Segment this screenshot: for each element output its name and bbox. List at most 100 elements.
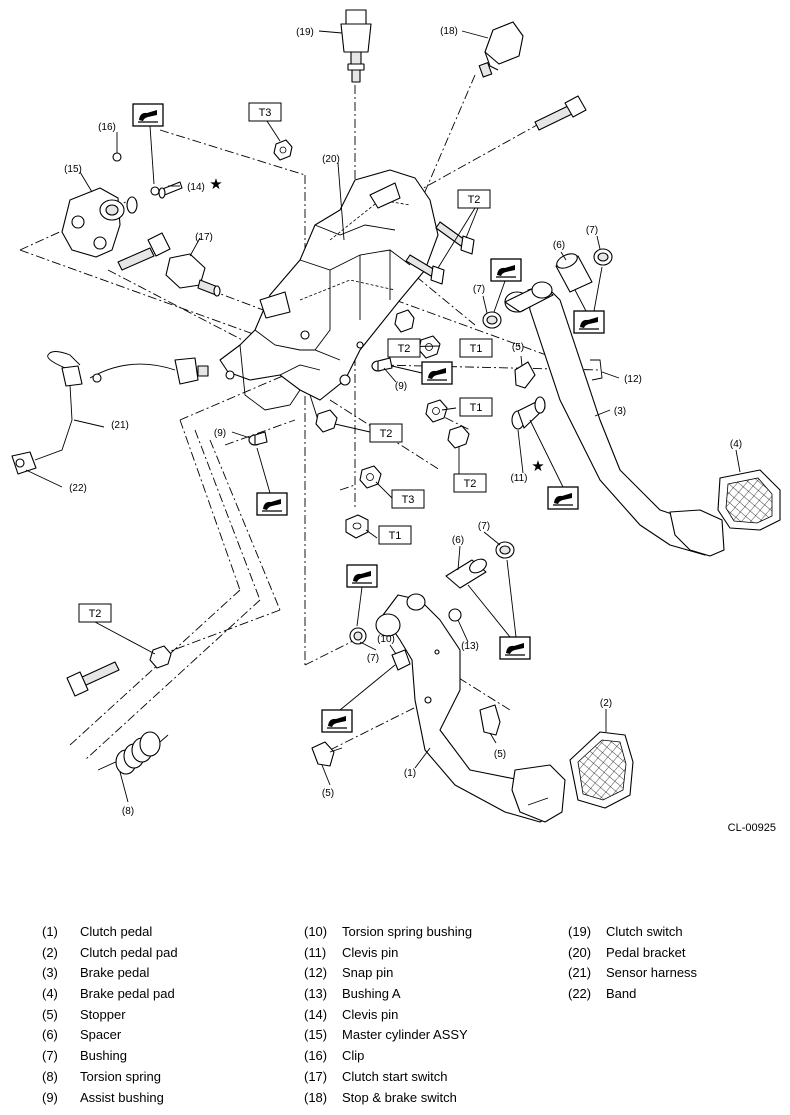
part-spacer-upper: [555, 253, 593, 293]
part-bushing-upper-right: [593, 248, 613, 266]
part-torsion-spring-bushing: [391, 649, 411, 671]
legend-number: (7): [42, 1048, 58, 1064]
part-snap-pin: [590, 359, 603, 381]
legend-part-name: Brake pedal: [80, 965, 150, 981]
part-bolt-top: [534, 95, 587, 131]
legend-part-name: Master cylinder ASSY: [342, 1027, 468, 1043]
legend-number: (3): [42, 965, 58, 981]
legend-part-name: Clevis pin: [342, 944, 399, 960]
callout-18: (18): [440, 26, 458, 37]
callout-12: (12): [624, 374, 642, 385]
figure-code: CL-00925: [727, 822, 776, 834]
part-spacer-lower: [445, 558, 487, 589]
grease-symbols: [132, 103, 605, 733]
part-brake-pedal-pad: [717, 469, 781, 531]
legend-number: (1): [42, 924, 58, 939]
legend-part-name: Sensor harness: [606, 965, 698, 981]
part-bushing-a: [448, 608, 462, 622]
parts-legend: (1)Clutch pedal(2)Clutch pedal pad(3)Bra…: [42, 924, 762, 1109]
legend-part-name: Snap pin: [342, 965, 394, 981]
legend-part-name: Bushing: [80, 1048, 127, 1064]
legend-number: (5): [42, 1006, 58, 1022]
part-clevis-pin-11: [511, 396, 546, 430]
callout-6-upper: (6): [553, 240, 565, 251]
part-pedal-bracket: [219, 169, 439, 426]
callout-2: (2): [600, 698, 612, 709]
legend-part-name: Clip: [342, 1048, 365, 1064]
callout-13: (13): [461, 641, 479, 652]
legend-part-name: Bushing A: [342, 986, 401, 1002]
callout-5-lower-left: (5): [322, 788, 334, 799]
part-nut-t3-top: [273, 139, 293, 161]
callout-5-upper: (5): [512, 342, 524, 353]
legend-part-name: Stopper: [80, 1006, 126, 1022]
callout-1: (1): [404, 768, 416, 779]
callout-21: (21): [111, 420, 129, 431]
callout-16: (16): [98, 122, 116, 133]
legend-number: (14): [304, 1006, 328, 1022]
part-sensor-harness: [11, 351, 209, 475]
part-clutch-start-switch: [165, 253, 221, 297]
legend-part-name: Clutch start switch: [342, 1068, 448, 1084]
callout-11: (11): [510, 473, 527, 484]
callout-4: (4): [730, 439, 742, 450]
part-assist-bushing-right: [371, 357, 393, 372]
part-bushing-clutch: [349, 627, 367, 645]
callout-3: (3): [614, 406, 626, 417]
part-nuts: [315, 309, 470, 539]
part-stopper-upper: [514, 361, 536, 389]
star-11: ★: [531, 457, 544, 475]
callout-14: (14): [187, 182, 205, 193]
leader-lines: [25, 30, 741, 803]
callout-7-clutch: (7): [367, 653, 379, 664]
part-stopper-lower-right: [479, 704, 501, 736]
callout-15: (15): [64, 164, 82, 175]
part-bushing-brake-left: [482, 311, 502, 329]
part-clip: [112, 152, 122, 162]
part-stop-brake-switch: [478, 21, 524, 78]
part-bushing-lower-right: [495, 541, 515, 559]
callout-8: (8): [122, 806, 134, 817]
callout-6-lower: (6): [452, 535, 464, 546]
legend-part-name: Torsion spring: [80, 1068, 161, 1084]
part-assist-bushing-left: [248, 431, 268, 446]
legend-part-name: Pedal bracket: [606, 944, 686, 960]
legend-number: (11): [304, 944, 327, 960]
part-bolts-t2-pair: [405, 221, 475, 285]
legend-number: (13): [304, 986, 328, 1002]
torque-label-t3-top: T3: [259, 107, 272, 119]
legend-number: (19): [568, 924, 592, 939]
torque-label-t2-right: T2: [464, 478, 477, 490]
part-brake-pedal: [504, 281, 725, 557]
callout-7-upper-right: (7): [586, 225, 598, 236]
star-14: ★: [209, 175, 222, 193]
torque-label-t2-top: T2: [468, 194, 481, 206]
callout-17: (17): [195, 232, 213, 243]
legend-number: (18): [304, 1089, 328, 1105]
torque-label-t3-lower: T3: [402, 494, 415, 506]
callout-9-right: (9): [395, 381, 407, 392]
legend-number: (12): [304, 965, 328, 981]
callout-7-brake: (7): [473, 284, 485, 295]
legend-number: (9): [42, 1089, 58, 1105]
legend-number: (8): [42, 1068, 58, 1084]
legend-part-name: Clutch pedal: [80, 924, 153, 939]
callout-22: (22): [69, 483, 87, 494]
legend-part-name: Torsion spring bushing: [342, 924, 473, 939]
legend-number: (4): [42, 986, 58, 1002]
legend-number: (6): [42, 1027, 58, 1043]
legend-part-name: Spacer: [80, 1027, 122, 1043]
part-clutch-pedal: [375, 593, 566, 823]
legend-part-name: Clutch pedal pad: [80, 944, 178, 960]
part-clevis-pin-14: [150, 181, 183, 199]
legend-part-name: Assist bushing: [80, 1089, 164, 1105]
part-bolt-lower-left: [66, 645, 172, 697]
torque-label-t2-middle: T2: [380, 428, 393, 440]
legend-number: (22): [568, 986, 592, 1002]
legend-part-name: Clevis pin: [342, 1006, 399, 1022]
legend-number: (20): [568, 944, 592, 960]
torque-label-t2-lower-left: T2: [89, 608, 102, 620]
callout-19: (19): [296, 27, 314, 38]
legend-number: (10): [304, 924, 328, 939]
legend-number: (17): [304, 1068, 328, 1084]
